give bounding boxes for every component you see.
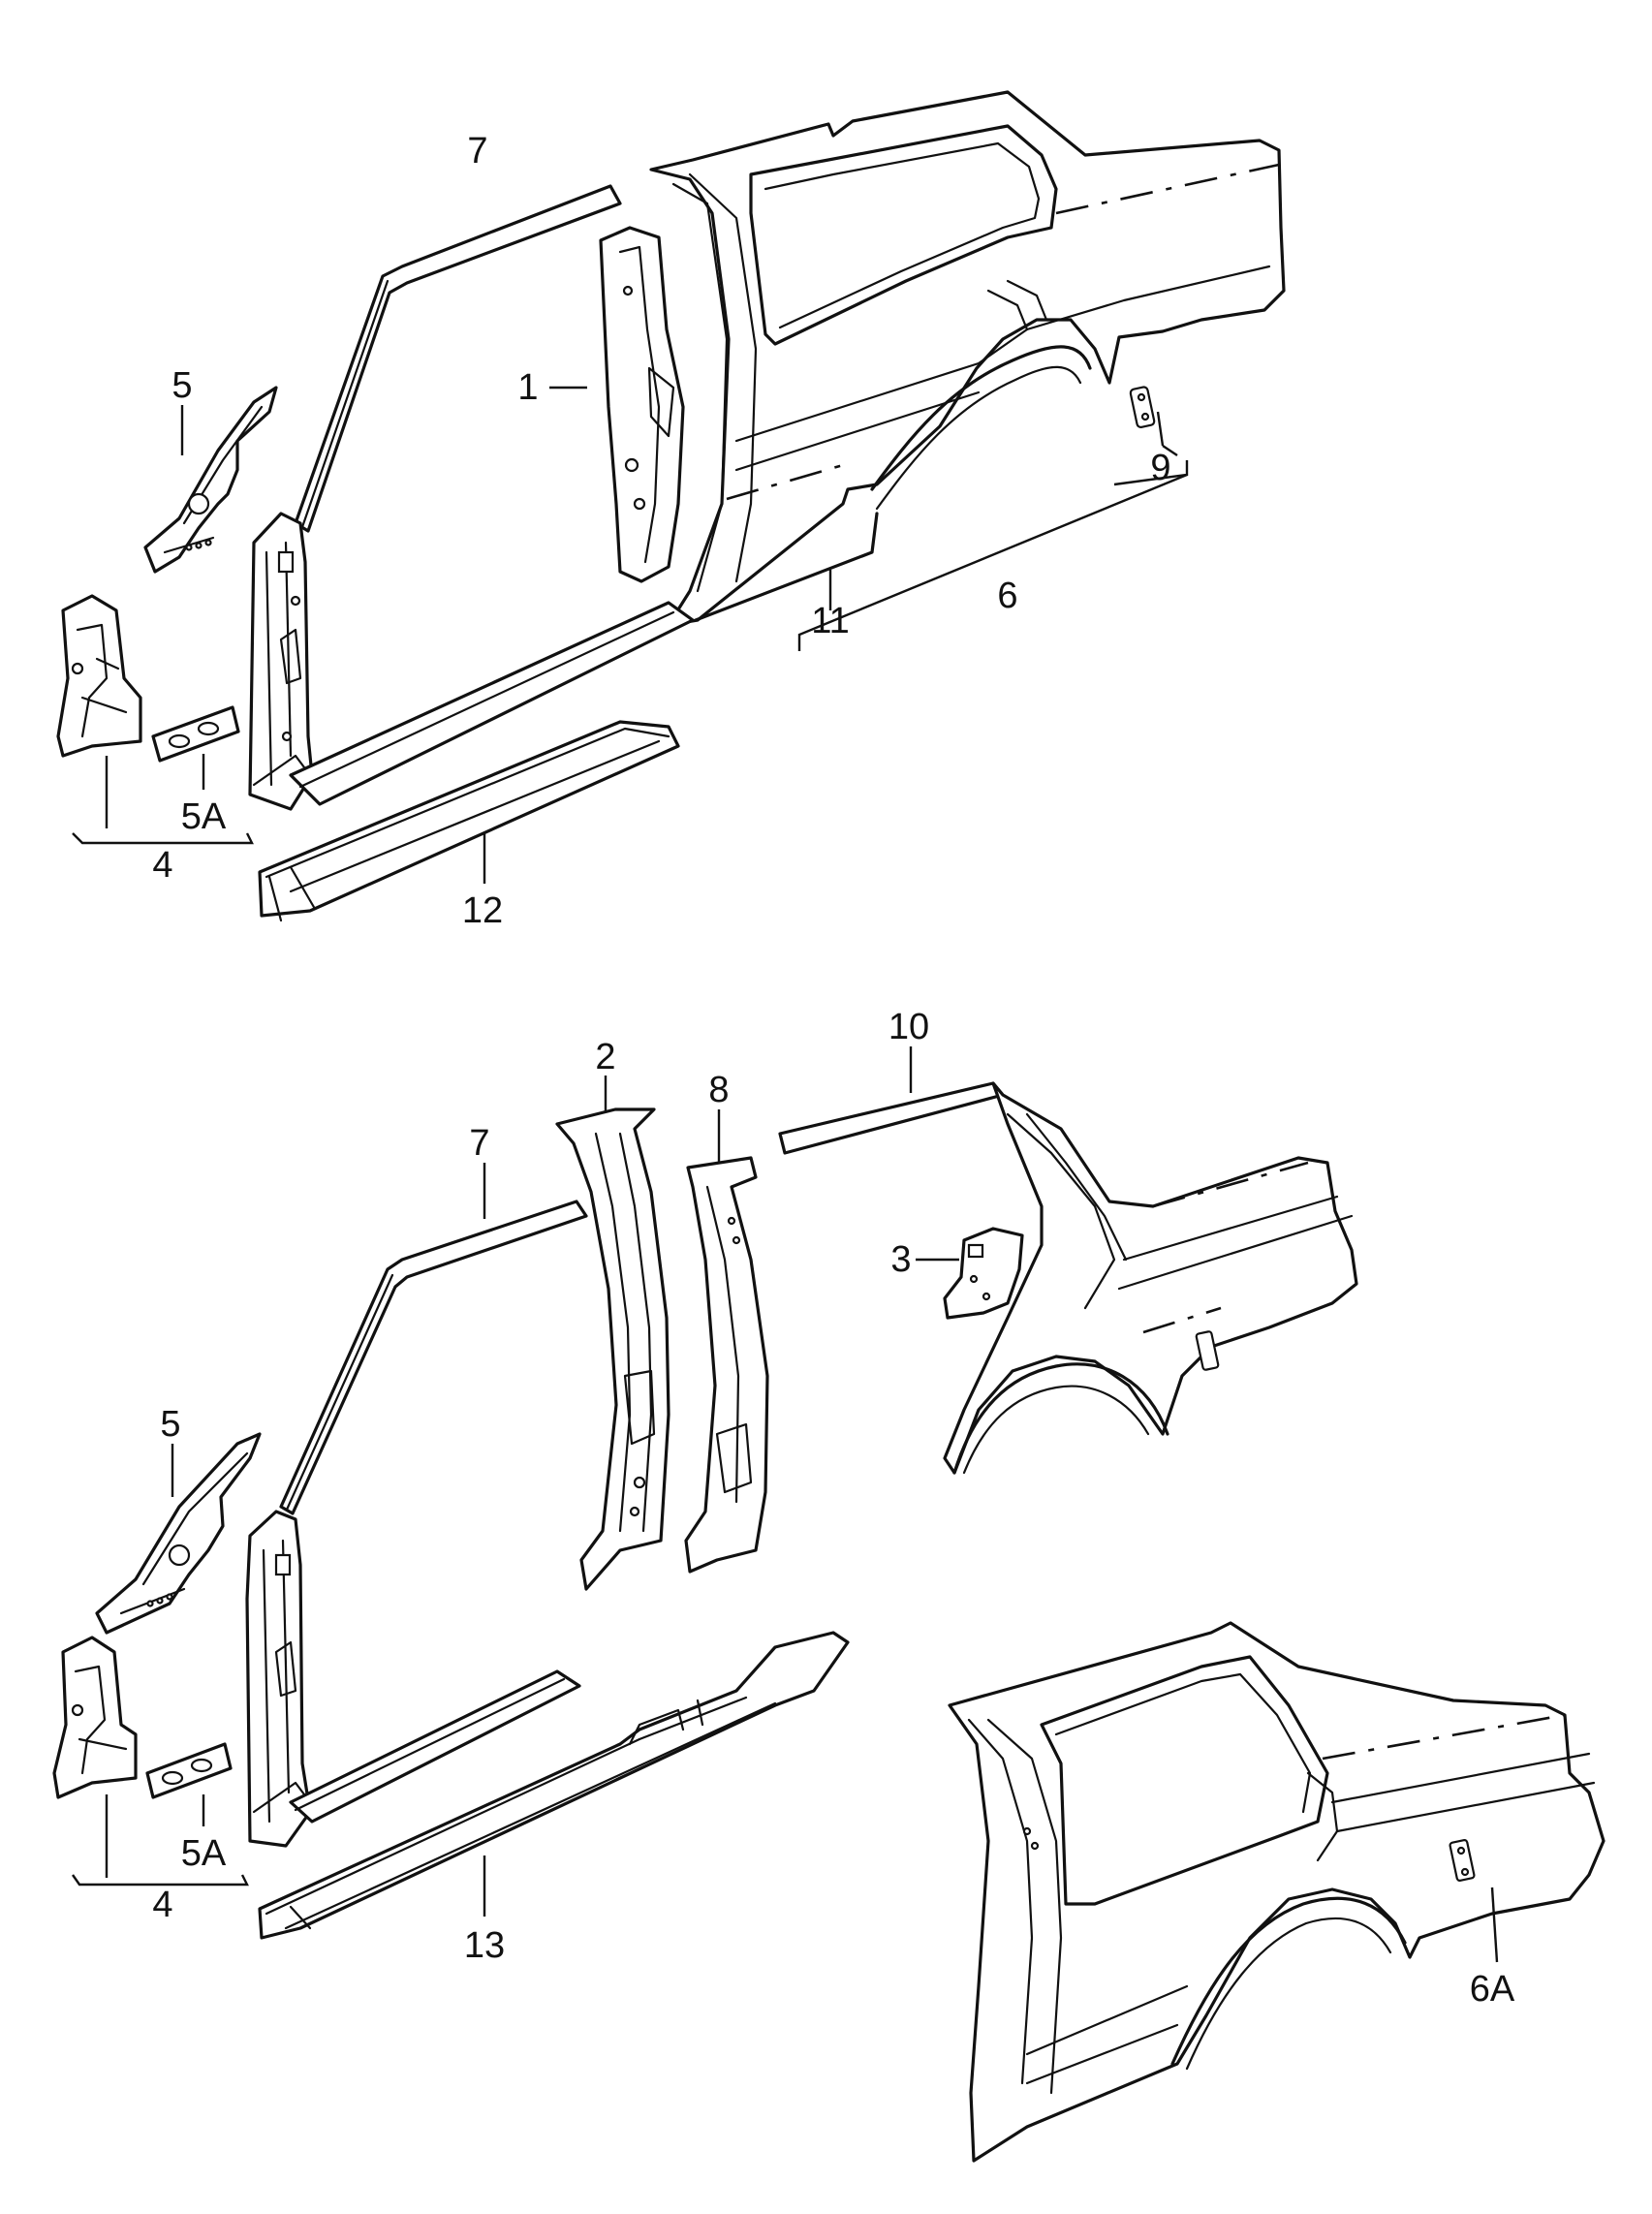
callout-5-bottom: 5 (160, 1404, 180, 1445)
callout-12: 12 (462, 890, 503, 931)
part-4-panel-top (56, 594, 142, 758)
part-1-b-pillar-top (549, 226, 685, 583)
callout-10: 10 (888, 1007, 929, 1047)
callout-13: 13 (464, 1925, 505, 1966)
callout-labels: 1 2 3 4 4 5 5 5A 5A 6 6A 7 7 8 9 10 11 1… (152, 131, 1514, 2010)
part-4-panel-bottom (52, 1636, 138, 1799)
callout-2: 2 (595, 1037, 615, 1077)
part-5a-plate-bottom (145, 1742, 233, 1826)
rear-quarter-upper (943, 1081, 1358, 1475)
callout-4-top: 4 (152, 845, 172, 886)
part-10-roof-side-rail (778, 1046, 1005, 1155)
part-12-sill-panel (258, 720, 680, 922)
callout-4-bottom: 4 (152, 1885, 172, 1925)
callout-6: 6 (997, 576, 1017, 616)
top-assembly (56, 90, 1286, 922)
part-2-b-pillar-bottom (555, 1076, 670, 1591)
part-7-roof-rail-bottom (279, 1163, 588, 1515)
callout-11: 11 (811, 601, 849, 641)
bottom-assembly (52, 1046, 1605, 2163)
part-3-small-bracket (916, 1227, 1024, 1320)
callout-7-bottom: 7 (469, 1123, 489, 1164)
part-5a-plate-top (151, 705, 240, 790)
callout-8: 8 (708, 1070, 729, 1110)
part-5-inner-bracket-top (143, 386, 278, 574)
part-8-b-pillar-outer (684, 1109, 769, 1574)
callout-5a-bottom: 5A (181, 1833, 227, 1874)
sill-inner-top (289, 601, 695, 806)
part-13-sill-with-pillar-base (258, 1631, 850, 1940)
callout-5a-top: 5A (181, 796, 227, 837)
a-pillar-top (248, 512, 314, 811)
callout-5-top: 5 (171, 365, 192, 406)
a-pillar-bottom (245, 1510, 312, 1848)
callout-7-top: 7 (467, 131, 487, 172)
part-6-bracket (797, 473, 1188, 651)
callout-1: 1 (517, 367, 538, 408)
sill-inner-bottom (289, 1669, 581, 1824)
callout-9: 9 (1150, 448, 1170, 488)
part-4-bracket-bottom (72, 1794, 249, 1887)
callout-3: 3 (890, 1239, 911, 1280)
part-5-inner-bracket-bottom (95, 1432, 262, 1635)
part-7-roof-rail-top (294, 184, 622, 533)
part-6-side-panel-top (649, 90, 1286, 627)
part-4-bracket-top (72, 756, 254, 845)
callout-6a: 6A (1470, 1969, 1515, 2010)
part-6a-side-panel-4door (948, 1621, 1605, 2163)
